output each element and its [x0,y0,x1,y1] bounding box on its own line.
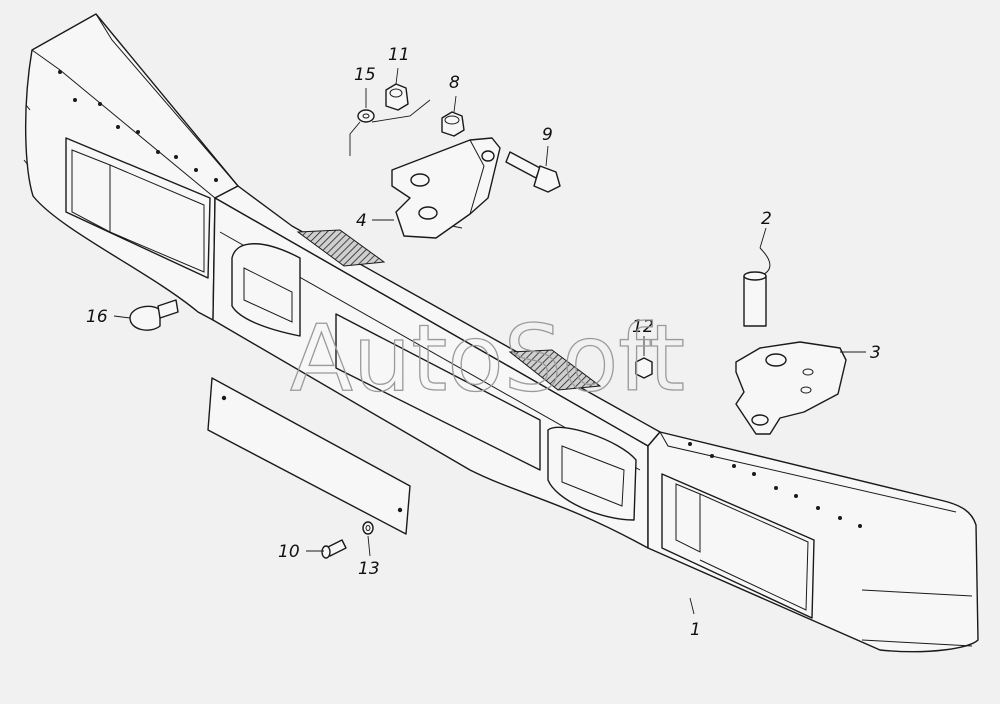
bolt-16 [129,299,179,331]
callout-10: 10 [278,542,300,562]
callout-labels: 1 2 3 4 8 9 10 11 12 13 15 16 [86,45,881,640]
bumper-slot-right [547,426,637,521]
nut-12 [635,357,653,379]
callout-4: 4 [356,211,367,231]
assembly-guide-lines [349,99,431,156]
callout-1: 1 [690,620,701,640]
callout-11: 11 [388,45,410,65]
bumper-assembly [23,13,979,653]
step-pad-right [508,349,602,391]
bumper-slot-center [335,313,541,471]
license-plate-holder [207,377,411,535]
bracket-left [391,137,501,239]
bracket-right [735,341,847,435]
bumper-holes [58,70,862,528]
nut-8 [441,111,465,137]
step-pad-left [296,229,386,267]
callout-13: 13 [358,559,380,579]
washer-13 [362,521,374,535]
callout-12: 12 [632,317,654,337]
callout-9: 9 [542,125,553,145]
callout-15: 15 [354,65,376,85]
callout-8: 8 [449,73,460,93]
callout-16: 16 [86,307,108,327]
washer-15 [357,109,375,123]
pin-2 [743,247,771,327]
callout-2: 2 [761,209,772,229]
callout-leaders [113,67,866,615]
nut-11 [385,83,409,111]
bumper-slot-left [231,243,301,337]
watermark: AutoSoft [290,305,685,412]
bolt-9 [505,151,561,193]
callout-3: 3 [870,343,881,363]
screw-10 [321,539,347,559]
left-lamp-opening [65,137,211,279]
